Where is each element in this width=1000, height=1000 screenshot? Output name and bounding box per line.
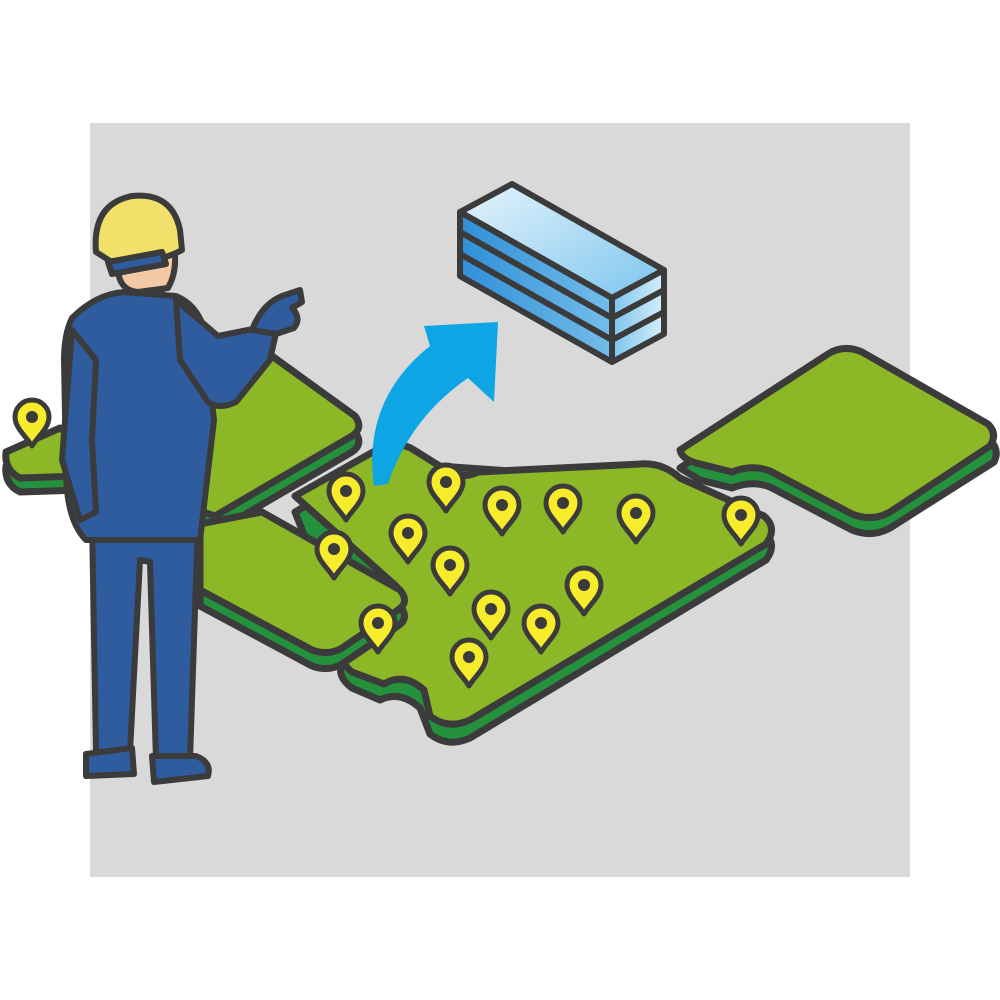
worker-hand bbox=[249, 287, 305, 337]
location-pin-icon bbox=[449, 637, 489, 689]
location-pin-icon bbox=[426, 462, 466, 514]
field-parcel-right bbox=[676, 345, 1000, 537]
location-pin-icon bbox=[314, 529, 354, 581]
location-pin-icon bbox=[521, 603, 561, 655]
location-pin-icon bbox=[482, 485, 522, 537]
worker-helmet-band bbox=[105, 249, 169, 277]
location-pin-icon bbox=[543, 483, 583, 535]
data-storage-block bbox=[457, 181, 667, 365]
worker-back-arm bbox=[59, 327, 99, 523]
location-pin-icon bbox=[388, 513, 428, 565]
worker-left-shoe bbox=[83, 745, 137, 779]
location-pin-icon bbox=[721, 495, 761, 547]
location-pin-icon bbox=[326, 471, 366, 523]
field-parcel-lower-left bbox=[196, 508, 408, 673]
location-pin-icon bbox=[564, 565, 604, 617]
upload-arrow-icon bbox=[372, 322, 498, 486]
location-pin-icon bbox=[430, 545, 470, 597]
location-pin-icon bbox=[12, 397, 52, 449]
worker-in-hardhat bbox=[59, 192, 305, 785]
location-pin-icon bbox=[358, 603, 398, 655]
location-pin-icon bbox=[471, 589, 511, 641]
location-pins bbox=[12, 397, 761, 689]
location-pin-icon bbox=[616, 493, 656, 545]
worker-right-shoe bbox=[149, 753, 212, 785]
worker-torso bbox=[61, 289, 217, 543]
